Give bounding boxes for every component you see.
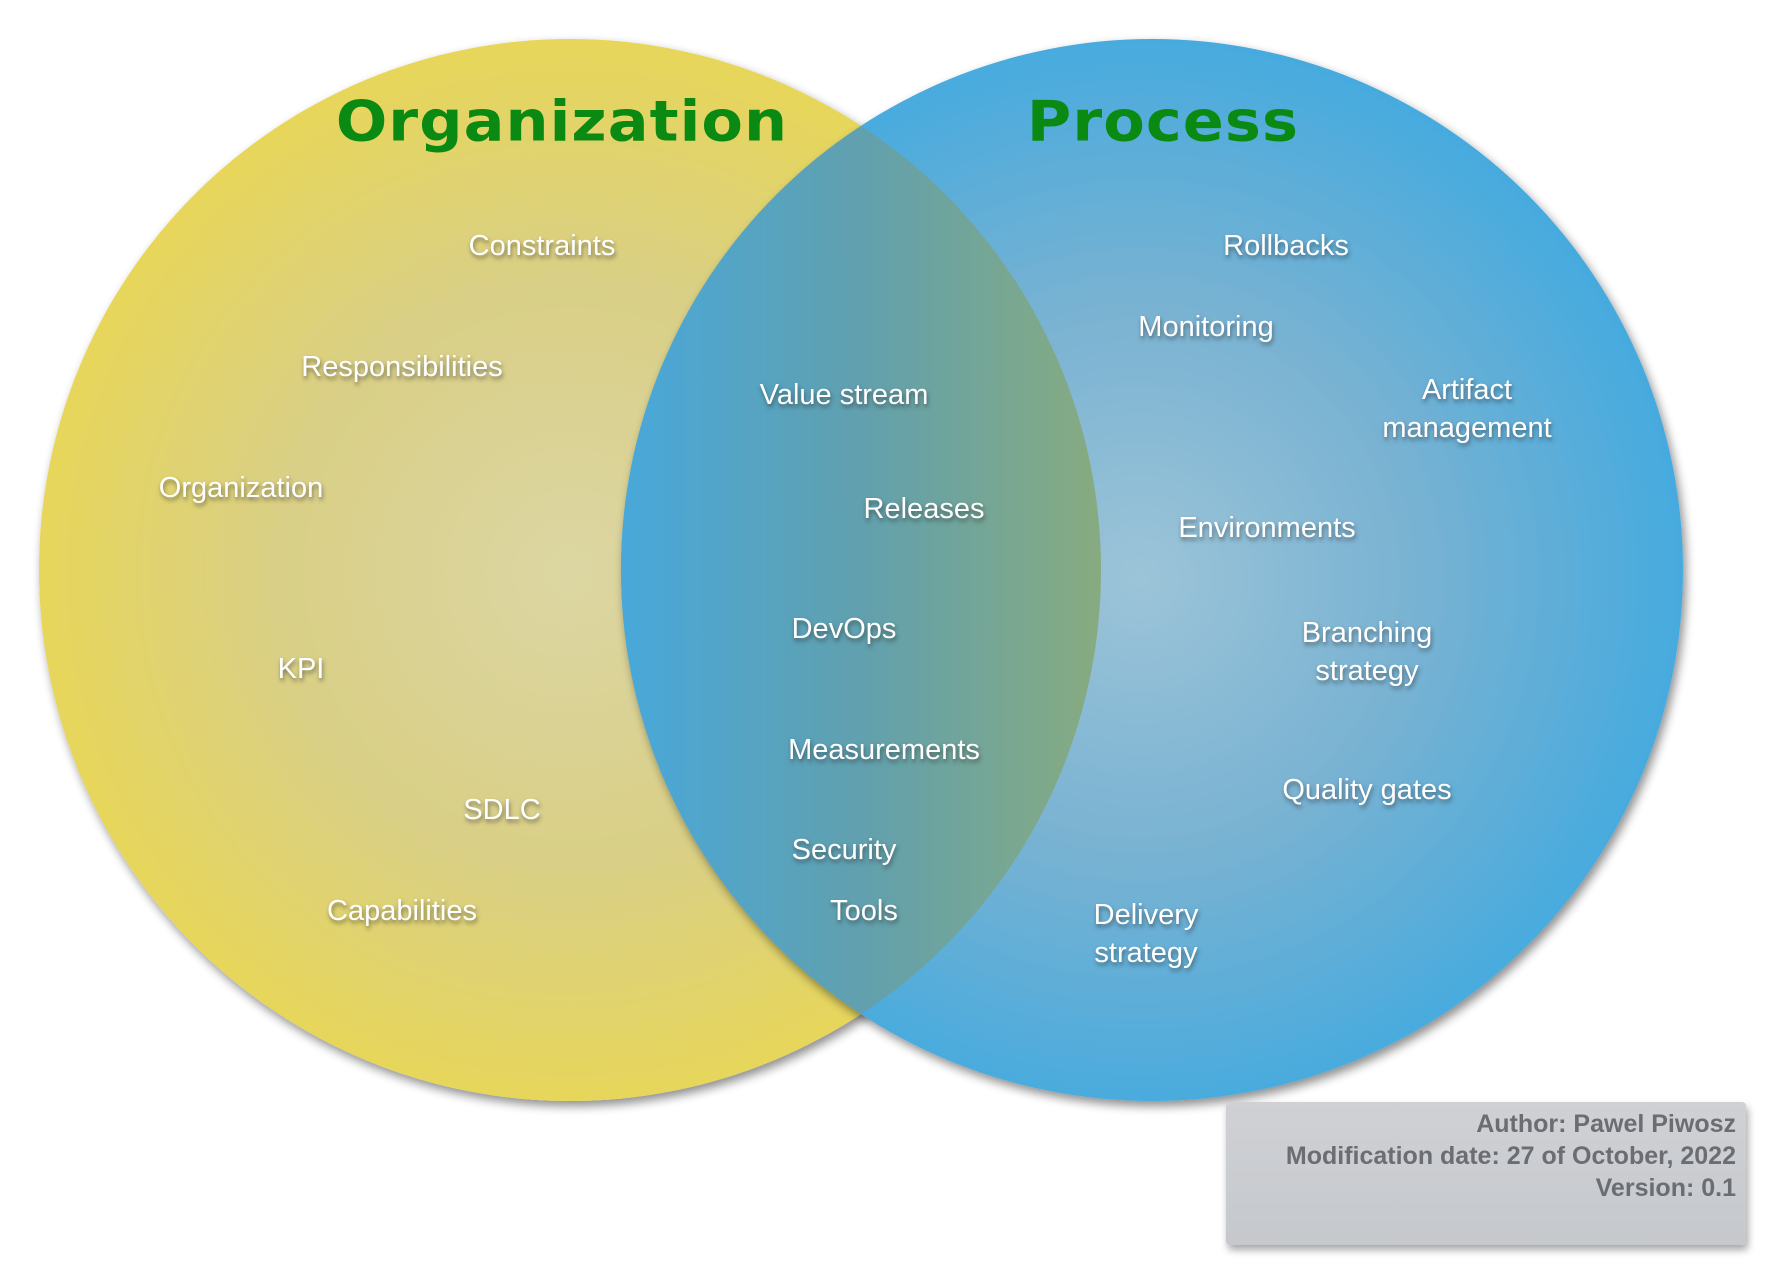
overlap-region	[621, 39, 1101, 1101]
label-delivery-line1: Delivery	[1093, 899, 1199, 931]
label-measurements: Measurements	[788, 734, 980, 766]
label-tools: Tools	[830, 895, 898, 927]
version-text: Version: 0.1	[1595, 1174, 1736, 1202]
modification-date-text: Modification date: 27 of October, 2022	[1285, 1142, 1736, 1170]
label-value-stream: Value stream	[759, 379, 929, 411]
label-branching-strategy: Branching strategy	[1302, 614, 1433, 690]
label-constraints: Constraints	[468, 230, 616, 262]
label-security: Security	[791, 834, 897, 866]
label-delivery-line2: strategy	[1094, 937, 1198, 969]
label-artifact-management: Artifact management	[1382, 371, 1551, 447]
label-capabilities: Capabilities	[327, 895, 477, 927]
label-devops: DevOps	[791, 613, 897, 645]
label-monitoring: Monitoring	[1138, 311, 1274, 343]
label-responsibilities: Responsibilities	[301, 351, 503, 383]
process-title: Process	[1026, 89, 1300, 155]
label-kpi: KPI	[277, 653, 325, 685]
label-quality-gates: Quality gates	[1282, 774, 1452, 806]
label-sdlc: SDLC	[463, 794, 541, 826]
author-text: Author: Pawel Piwosz	[1476, 1110, 1736, 1138]
label-organization: Organization	[158, 472, 324, 504]
label-artifact-line2: management	[1382, 412, 1552, 444]
label-branching-line1: Branching	[1301, 617, 1433, 649]
label-releases: Releases	[863, 493, 985, 525]
metadata-box: Author: Pawel Piwosz Modification date: …	[1226, 1102, 1746, 1245]
label-rollbacks: Rollbacks	[1223, 230, 1349, 262]
label-environments: Environments	[1178, 512, 1356, 544]
label-delivery-strategy: Delivery strategy	[1094, 896, 1199, 972]
label-artifact-line1: Artifact	[1421, 374, 1513, 406]
label-branching-line2: strategy	[1315, 655, 1419, 687]
organization-title: Organization	[335, 89, 789, 155]
